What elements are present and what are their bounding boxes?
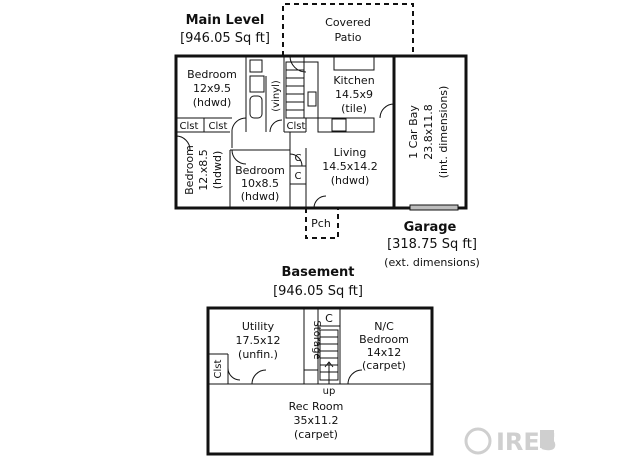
living-label-3: (hdwd) (331, 174, 370, 187)
living-label-2: 14.5x14.2 (322, 160, 378, 173)
kitchen-label-1: Kitchen (333, 74, 374, 87)
bedroom2-label-2: 12.x8.5 (197, 149, 210, 191)
rec-room-label-3: (carpet) (294, 428, 338, 441)
basement-stairs (319, 329, 339, 384)
nc-bedroom-label-4: (carpet) (362, 359, 406, 372)
basement-outer-wall (206, 306, 434, 456)
garage-bay-label-2: 23.8x11.8 (422, 104, 435, 160)
nc-bedroom-door (347, 369, 363, 385)
basement-clst-door (227, 367, 241, 381)
utility-label-3: (unfin.) (238, 348, 278, 361)
entry-door (313, 195, 327, 209)
ires-watermark: IRES (464, 427, 557, 456)
garage-door (409, 204, 459, 211)
garage-title: Garage (404, 220, 457, 235)
basement-clst-label: Clst (213, 359, 224, 378)
garage-note: (ext. dimensions) (384, 256, 480, 269)
bedroom1-label-3: (hdwd) (193, 96, 232, 109)
storage-label: Storage (311, 320, 322, 359)
patio-door (289, 55, 307, 73)
bath-door (269, 119, 283, 133)
rec-room-label-2: 35x11.2 (294, 414, 339, 427)
covered-patio-label-1: Covered (325, 16, 371, 29)
garage-entry-door (379, 103, 395, 119)
bedroom2-door (175, 135, 191, 151)
bedroom3-label-1: Bedroom (235, 164, 285, 177)
utility-door (251, 369, 267, 385)
main-level-area: [946.05 Sq ft] (180, 31, 270, 46)
bedroom3-label-3: (hdwd) (241, 190, 280, 203)
vinyl-label: (vinyl) (271, 80, 282, 112)
closet-c1-label: C (295, 153, 302, 164)
kitchen-sink (307, 91, 317, 107)
clst-hall-label: Clst (287, 121, 306, 132)
garage-bay-label-1: 1 Car Bay (407, 105, 420, 159)
closet-c2-label: C (295, 171, 302, 182)
porch-outline (305, 208, 339, 239)
nc-bedroom-label-2: Bedroom (359, 333, 409, 346)
clst-mid-label: Clst (209, 121, 228, 132)
basement-c-label: C (325, 312, 333, 325)
bedroom3-door (231, 149, 247, 165)
kitchen-counter-north (333, 55, 375, 71)
basement-area: [946.05 Sq ft] (273, 284, 363, 299)
covered-patio-label-2: Patio (335, 31, 362, 44)
kitchen-range (331, 118, 347, 132)
toilet-icon (249, 59, 263, 73)
bedroom2-label-1: Bedroom (183, 145, 196, 195)
utility-label-2: 17.5x12 (236, 334, 281, 347)
basement-title: Basement (281, 265, 354, 280)
covered-patio-outline (282, 3, 414, 56)
garage-area: [318.75 Sq ft] (387, 237, 477, 252)
bedroom1-label-2: 12x9.5 (193, 82, 231, 95)
nc-bedroom-label-1: N/C (374, 320, 394, 333)
kitchen-label-3: (tile) (341, 102, 367, 115)
nc-bedroom-label-3: 14x12 (367, 346, 402, 359)
sink-icon (249, 75, 265, 93)
main-level-title: Main Level (186, 13, 265, 28)
rec-room-label-1: Rec Room (289, 400, 344, 413)
bedroom1-door (231, 117, 247, 131)
tub-icon (249, 95, 263, 119)
bedroom1-label-1: Bedroom (187, 68, 237, 81)
clst-left-label: Clst (180, 121, 199, 132)
kitchen-counter-west (303, 61, 319, 119)
porch-label: Pch (311, 217, 331, 230)
kitchen-counter-south (317, 117, 375, 133)
stairs-up-label: up (323, 386, 336, 397)
c1-door (289, 153, 303, 167)
main-stairs (285, 61, 305, 119)
bedroom2-label-3: (hdwd) (211, 151, 224, 190)
bedroom3-label-2: 10x8.5 (241, 177, 279, 190)
kitchen-label-2: 14.5x9 (335, 88, 373, 101)
utility-label-1: Utility (242, 320, 275, 333)
living-label-1: Living (334, 146, 367, 159)
garage-bay-label-3: (int. dimensions) (437, 86, 450, 179)
